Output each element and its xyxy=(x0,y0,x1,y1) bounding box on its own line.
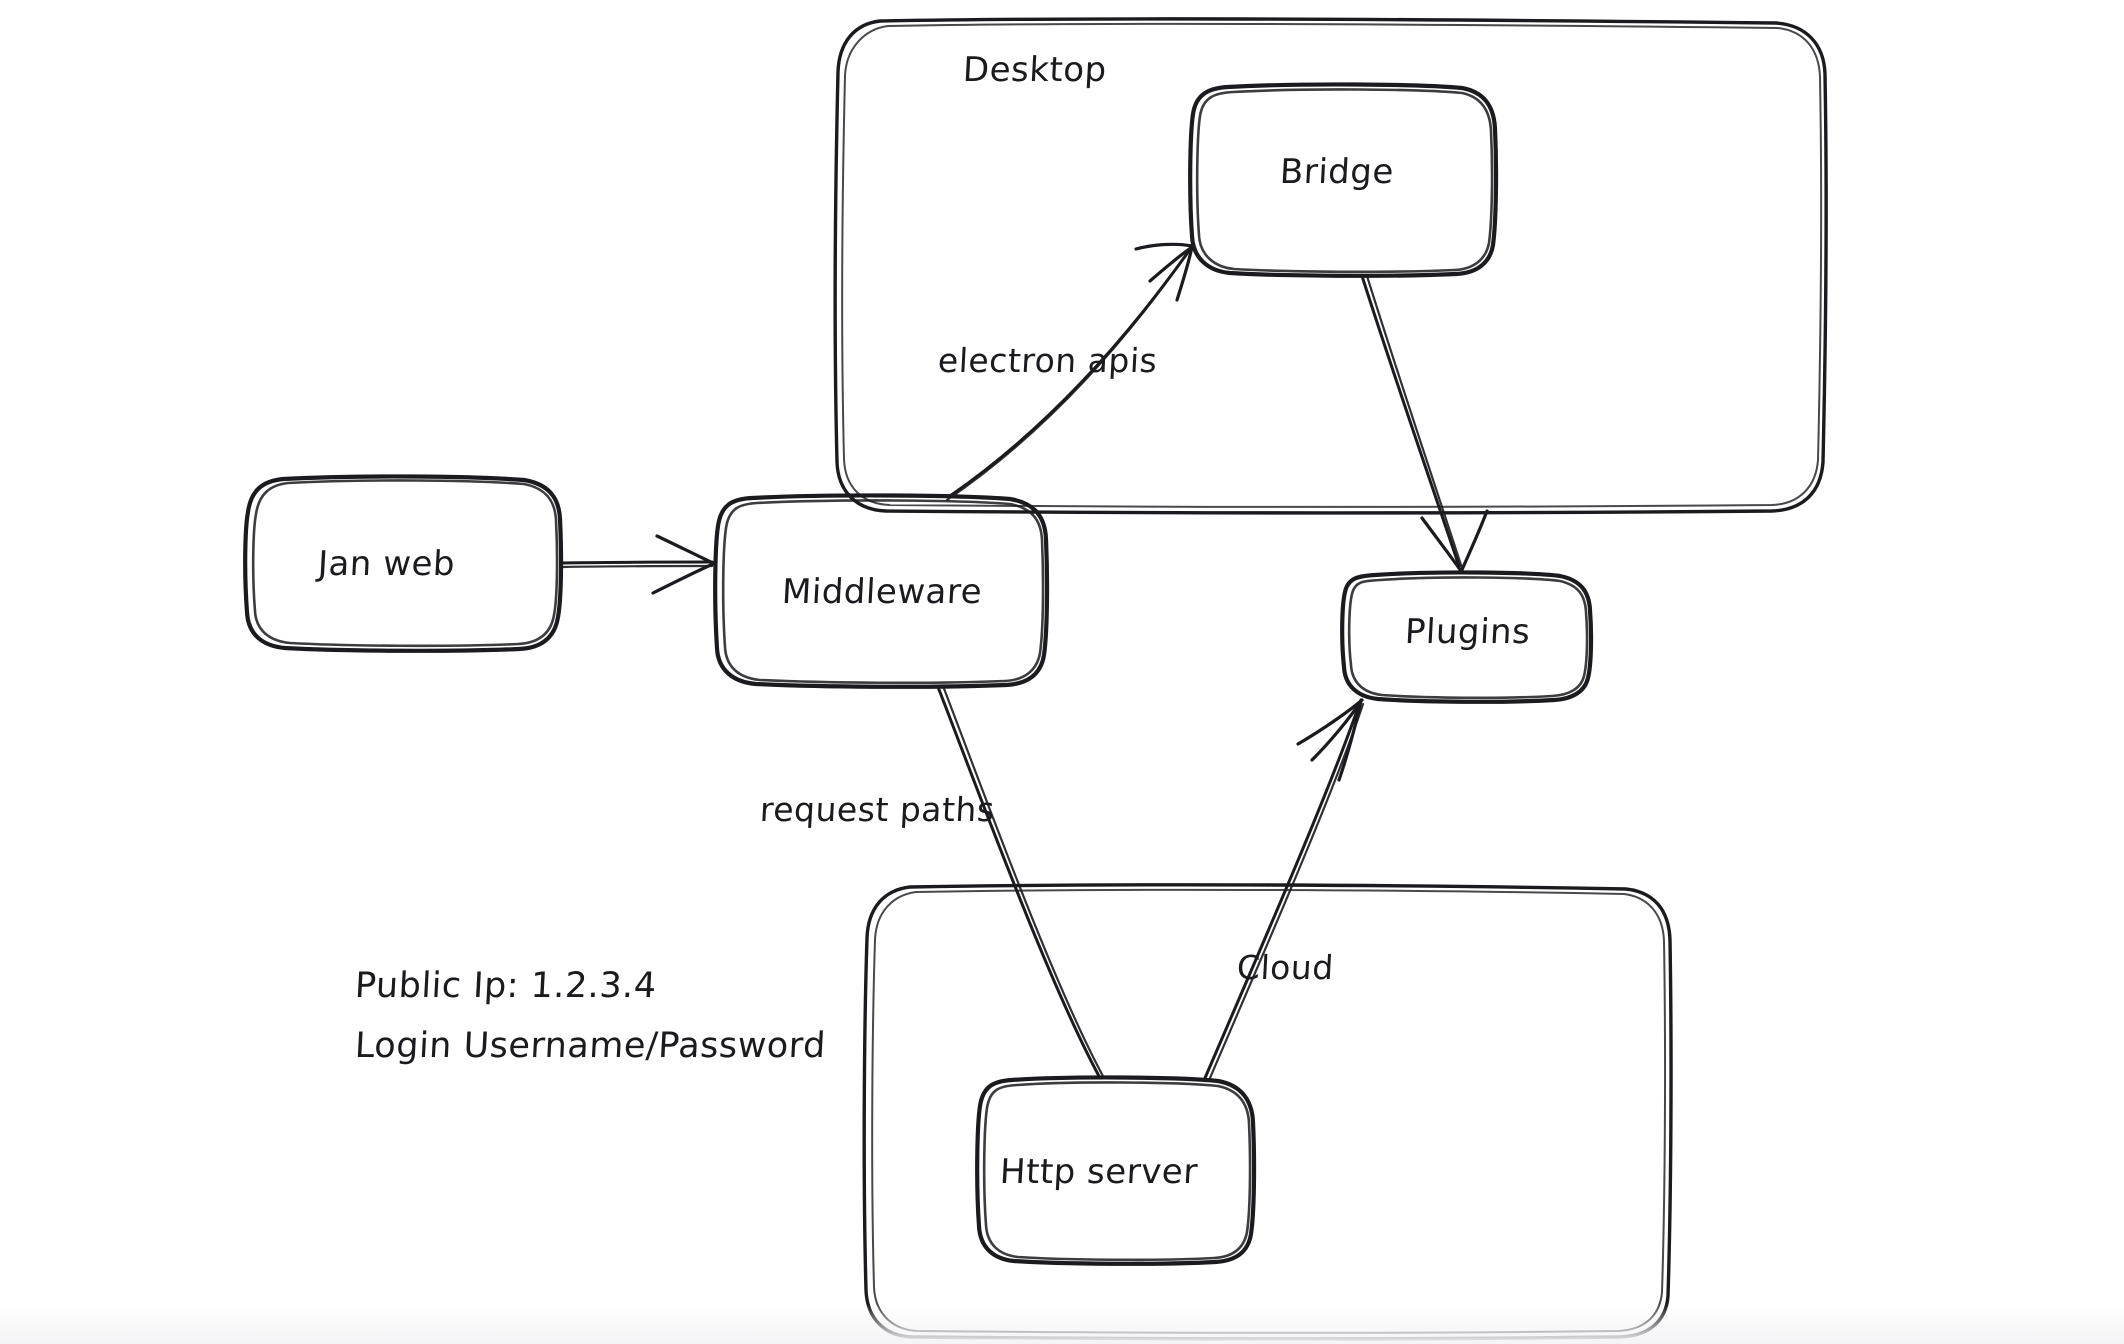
edge-middleware-to-http-server xyxy=(936,684,1106,1080)
note-public-ip: Public Ip: 1.2.3.4 xyxy=(353,966,658,1006)
node-middleware-shape xyxy=(713,493,1050,689)
group-desktop-border xyxy=(833,17,1828,515)
edge-jan-web-to-middleware xyxy=(560,534,715,595)
node-http-server-shape xyxy=(975,1075,1257,1266)
edge-middleware-to-bridge xyxy=(945,242,1194,502)
node-label-jan-web[interactable]: Jan web xyxy=(316,544,457,584)
node-bridge-shape xyxy=(1188,82,1499,278)
node-label-middleware[interactable]: Middleware xyxy=(780,572,984,612)
node-label-plugins[interactable]: Plugins xyxy=(1403,612,1532,652)
edge-http-server-to-plugins xyxy=(1203,698,1365,1080)
edge-label-electron-apis: electron apis xyxy=(936,341,1159,380)
edge-label-request-paths: request paths xyxy=(758,790,996,829)
note-login: Login Username/Password xyxy=(353,1026,827,1066)
node-plugins-shape xyxy=(1340,570,1594,704)
node-jan-web-shape xyxy=(243,474,564,653)
edge-label-cloud: Cloud xyxy=(1235,948,1335,987)
edge-bridge-to-plugins xyxy=(1360,274,1489,574)
node-label-http-server[interactable]: Http server xyxy=(998,1152,1199,1192)
node-label-bridge[interactable]: Bridge xyxy=(1278,152,1395,192)
group-label-desktop: Desktop xyxy=(961,50,1108,90)
